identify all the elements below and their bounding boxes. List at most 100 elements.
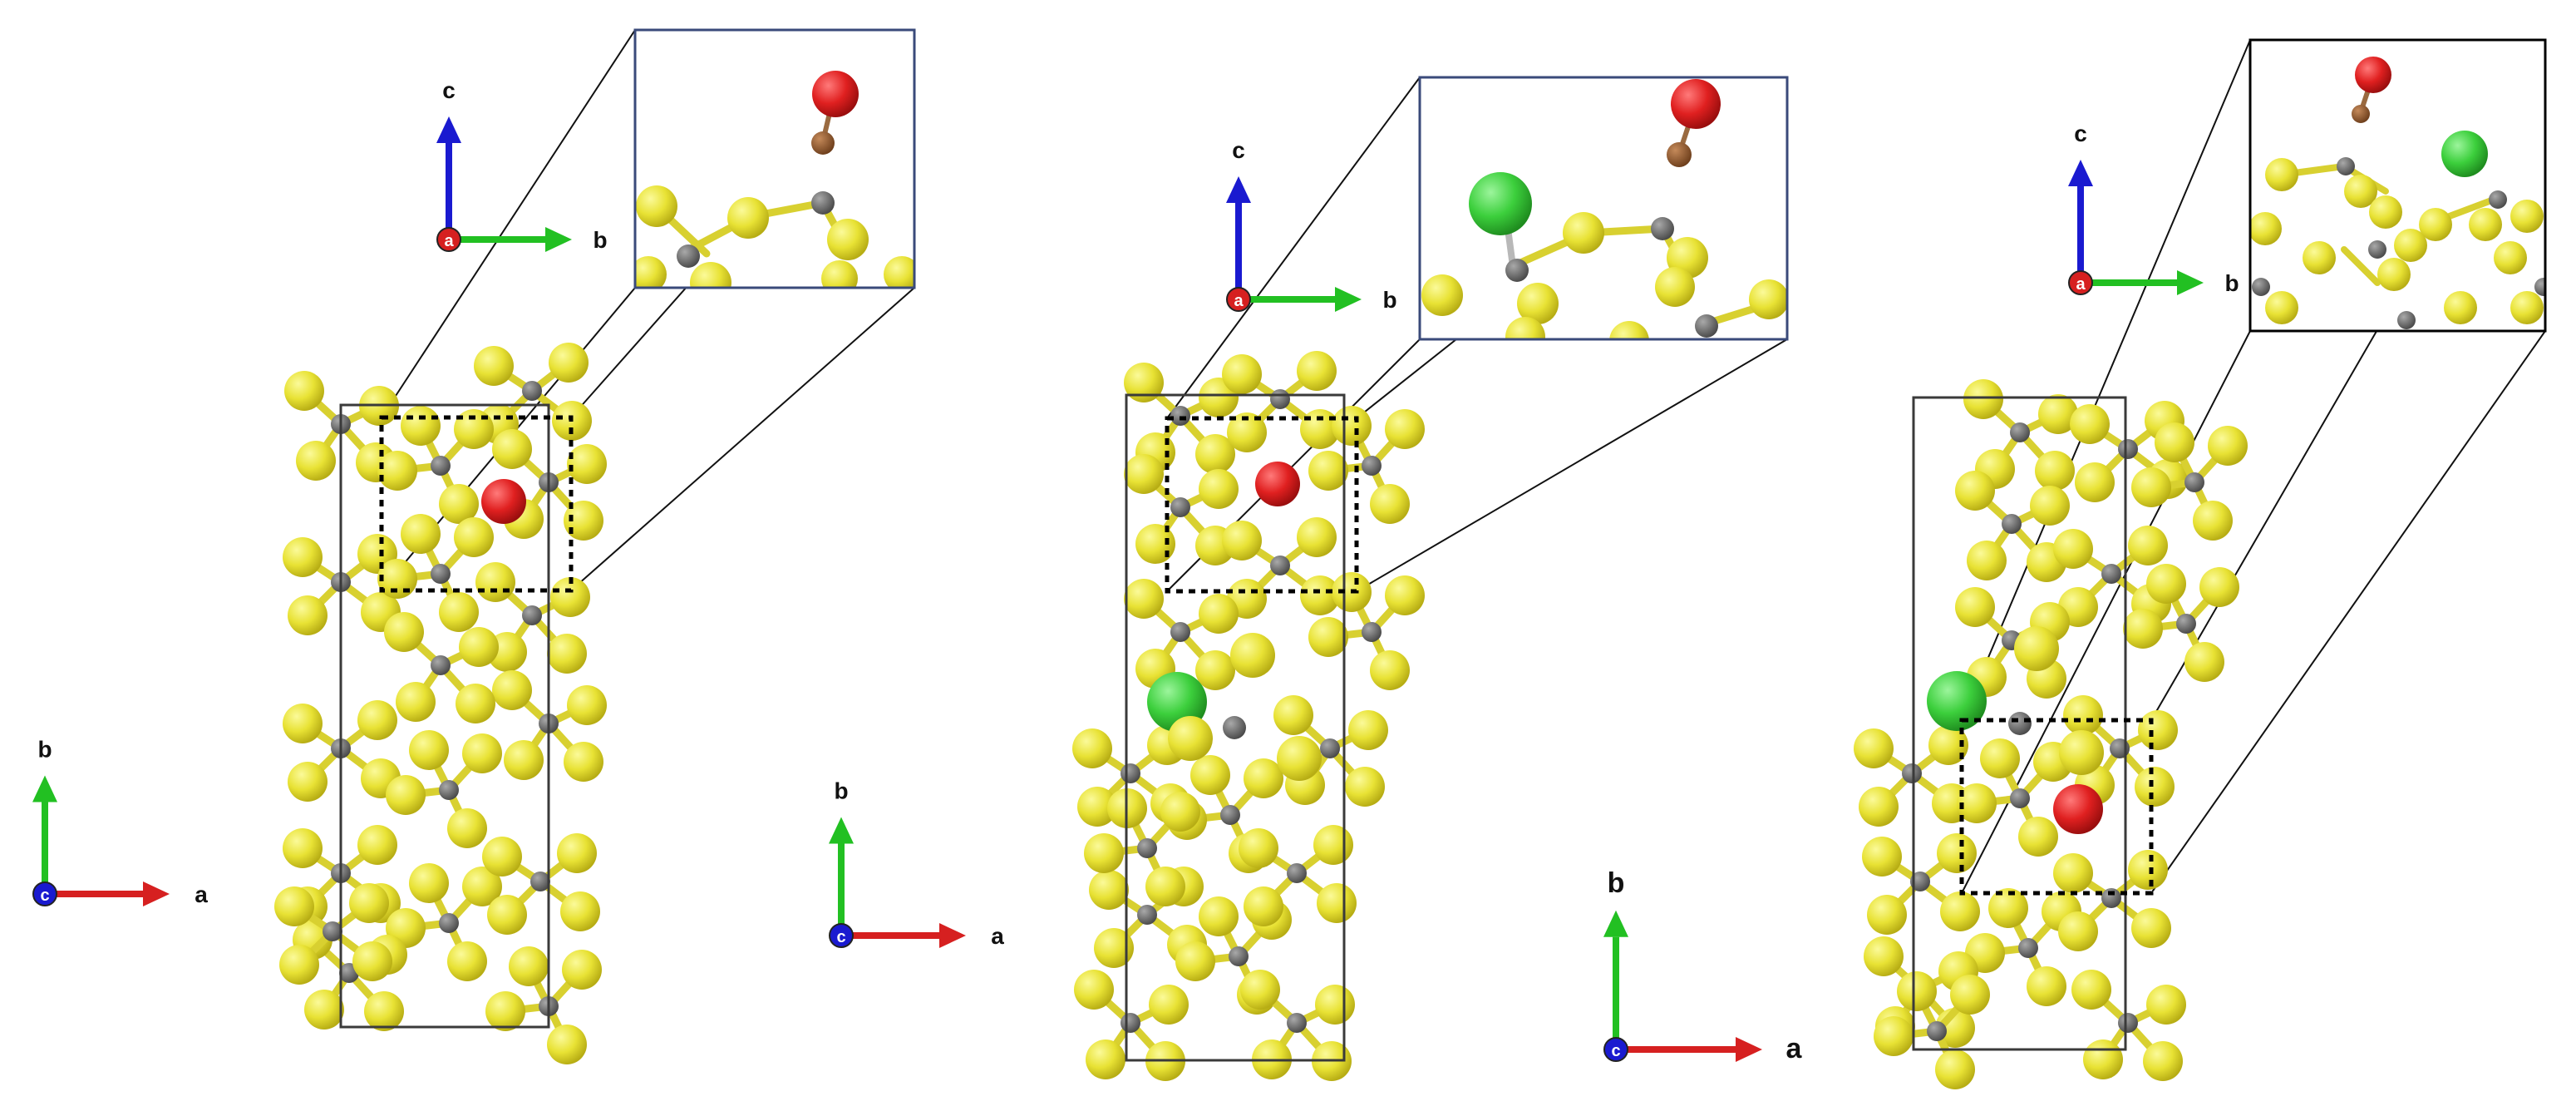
sulfur-atom [1240, 970, 1280, 1010]
phosphorus-atom [2101, 888, 2121, 908]
phosphorus-atom [2489, 190, 2507, 209]
sulfur-atom [1935, 1049, 1975, 1089]
phosphorus-atom [1320, 738, 1340, 758]
sulfur-atom [1149, 985, 1189, 1025]
axis-origin-c [32, 881, 57, 906]
sulfur-atom [1244, 886, 1283, 926]
axis-origin-label-c: c [1611, 1042, 1620, 1060]
axis-label-c: c [442, 77, 456, 103]
sulfur-atom [1308, 617, 1348, 657]
sulfur-atom [1160, 792, 1200, 832]
sulfur-atom [1385, 575, 1425, 615]
zoom-inset [1418, 76, 1789, 341]
sulfur-atom [284, 371, 324, 411]
sulfur-atom [1955, 587, 1995, 627]
sulfur-atom [550, 577, 590, 617]
sulfur-atom [1348, 710, 1388, 750]
sulfur-atom [1195, 650, 1235, 690]
sulfur-atom [2035, 451, 2075, 491]
axis-origin-label-a: a [1234, 292, 1244, 310]
oxygen-atom [1255, 462, 1300, 506]
phosphorus-atom [2008, 712, 2032, 735]
sulfur-atom [884, 256, 914, 288]
sulfur-atom [547, 1025, 587, 1064]
axis-label-b: b [1382, 287, 1396, 313]
sulfur-atom [2135, 767, 2175, 807]
sulfur-atom [2494, 241, 2527, 274]
sulfur-atom [1940, 891, 1980, 931]
sulfur-atom [462, 867, 502, 906]
sulfur-atom [2146, 564, 2186, 604]
sulfur-atom [279, 945, 319, 985]
sulfur-atom [1749, 279, 1787, 319]
phosphorus-atom [677, 244, 700, 268]
sulfur-atom [1195, 434, 1235, 474]
axis-label-a: a [1786, 1033, 1803, 1064]
sulfur-atom [2250, 212, 2282, 245]
sulfur-atom [2146, 985, 2186, 1025]
sulfur-atom [304, 990, 344, 1030]
chlorine-atom [2441, 131, 2488, 177]
sulfur-atom [1227, 412, 1267, 452]
phosphorus-atom [431, 655, 451, 675]
zoom-connector-line [1356, 338, 1788, 592]
inset-contents [2250, 57, 2545, 329]
sulfur-atom [1859, 787, 1899, 827]
sulfur-atom [485, 991, 525, 1031]
sulfur-atom [2265, 158, 2298, 191]
axis-label-c: c [2074, 121, 2087, 146]
oxygen-atom [812, 71, 859, 117]
bond [2341, 246, 2381, 286]
phosphorus-atom [2118, 439, 2138, 459]
phosphorus-atom [431, 456, 451, 476]
sulfur-atom [1655, 267, 1695, 307]
sulfur-atom [352, 941, 392, 981]
sulfur-atom [492, 670, 532, 710]
zoom-insets [633, 28, 2547, 341]
sulfur-atom [2419, 208, 2452, 241]
sulfur-atom [1345, 767, 1385, 807]
sulfur-atom [2075, 462, 2115, 502]
inset-frame [633, 28, 916, 289]
phosphorus-atom [1695, 314, 1718, 338]
sulfur-atom [1370, 484, 1410, 524]
sulfur-atom [2510, 291, 2544, 324]
sulfur-atom [1867, 895, 1907, 935]
sulfur-atom [2131, 908, 2171, 948]
phosphorus-atom [522, 605, 542, 625]
sulfur-atom [1300, 575, 1340, 615]
structure-panel-middle [1072, 351, 1425, 1081]
sulfur-atom [2063, 695, 2103, 735]
sulfur-atom [2128, 526, 2168, 565]
sulfur-atom [1955, 471, 1995, 511]
sulfur-atom [396, 682, 436, 722]
sulfur-atom [1072, 728, 1112, 768]
sulfur-atom [557, 833, 597, 873]
sulfur-atom [349, 883, 389, 923]
axis-label-a: a [195, 881, 208, 907]
sulfur-atom [1277, 736, 1322, 781]
phosphorus-atom [2397, 311, 2416, 329]
sulfur-atom [2444, 291, 2477, 324]
sulfur-atom [357, 700, 397, 740]
phosphorus-atom [1651, 217, 1674, 240]
sulfur-atom [2018, 817, 2058, 857]
axis-label-b: b [2224, 270, 2239, 296]
sulfur-atom [1864, 936, 1904, 976]
sulfur-atom [1273, 695, 1313, 735]
sulfur-atom [2128, 850, 2168, 890]
axis-b-arrow-head [1335, 287, 1362, 312]
sulfur-atom [1385, 409, 1425, 449]
sulfur-atom [1505, 317, 1545, 339]
sulfur-atom [2053, 529, 2093, 569]
sulfur-atom [560, 891, 600, 931]
phosphorus-atom [1287, 863, 1307, 883]
phosphorus-atom [2184, 472, 2204, 492]
axis-a-arrow-head [939, 923, 966, 948]
axis-label-b: b [37, 737, 52, 763]
